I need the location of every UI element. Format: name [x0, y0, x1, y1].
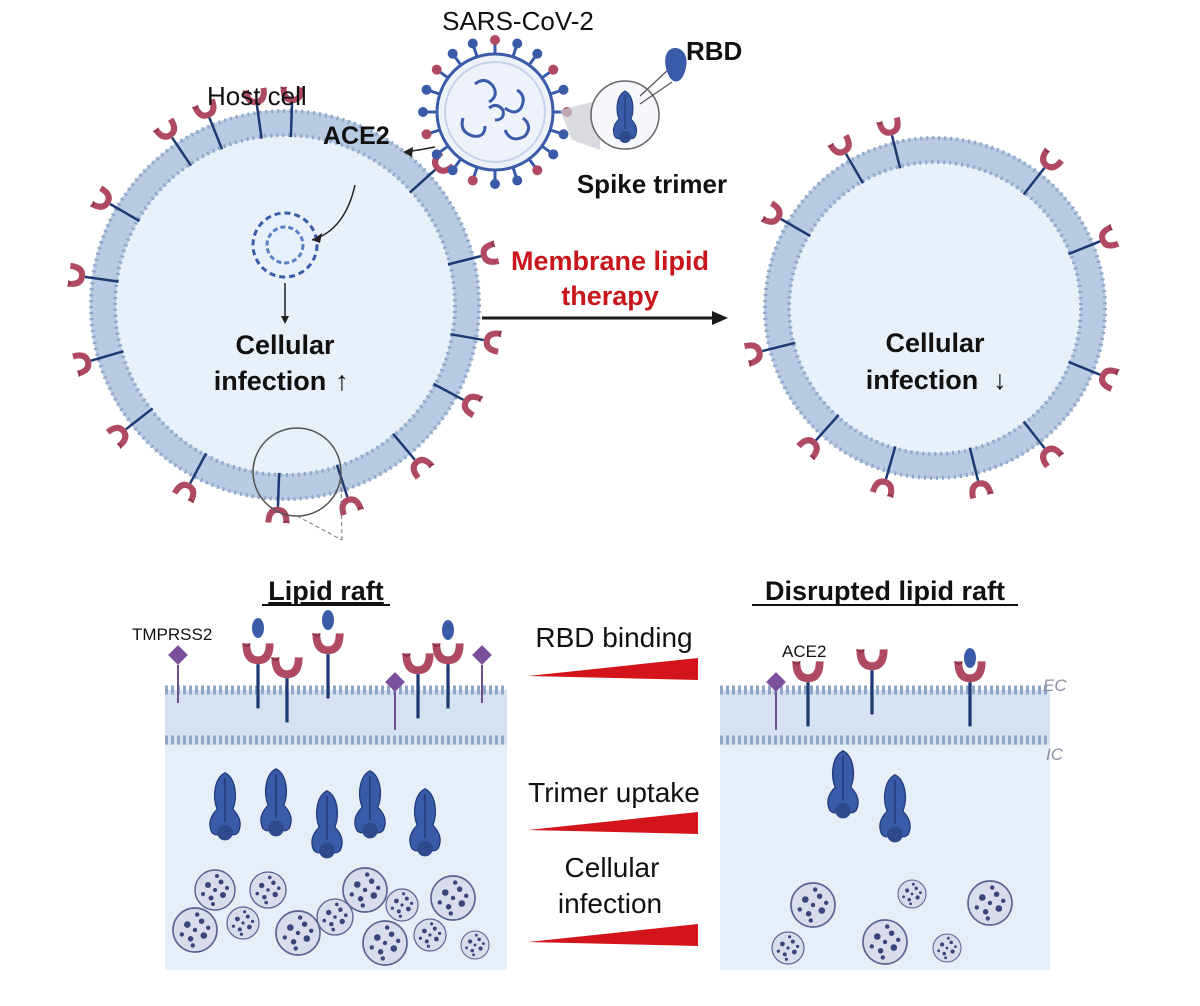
- down-arrow-icon: ↓: [993, 365, 1007, 395]
- host-cell-label: Host cell: [207, 81, 307, 111]
- ic-label: IC: [1046, 745, 1064, 764]
- rbd-icon: [442, 620, 454, 640]
- virus-label: SARS-CoV-2: [442, 6, 594, 36]
- virion-icon: [226, 906, 260, 940]
- virion-icon: [275, 910, 321, 956]
- virus-spike-tip: [447, 165, 458, 176]
- right-cell-line1: Cellular: [885, 328, 985, 358]
- virion-icon: [362, 920, 408, 966]
- virion-icon: [249, 871, 287, 909]
- virus-spike-tip: [421, 84, 432, 95]
- virion-icon: [194, 869, 236, 911]
- right-cell-line2: infection: [866, 365, 979, 395]
- wedge-infection-line1: Cellular: [565, 852, 660, 883]
- rbd-icon: [252, 618, 264, 638]
- membrane-proteins-right: [765, 647, 988, 731]
- virion-icon: [967, 880, 1013, 926]
- virus-spike-tip: [490, 35, 500, 45]
- rbd-icon: [964, 648, 976, 668]
- rbd-label: RBD: [686, 36, 742, 66]
- virion-icon: [385, 888, 419, 922]
- virus-spike-tip: [490, 179, 500, 189]
- virion-icon: [460, 930, 490, 960]
- virus-spike-tip: [512, 38, 523, 49]
- sars-cov-2-virion: [418, 35, 572, 189]
- virion-icon: [413, 918, 447, 952]
- rbd-binding-wedge: [528, 658, 698, 680]
- virus-spike-tip: [447, 48, 458, 59]
- left-cell-line1: Cellular: [235, 330, 335, 360]
- virion-icon: [862, 919, 908, 965]
- wedge-rbd-label: RBD binding: [535, 622, 692, 653]
- tmprss2-label: TMPRSS2: [132, 625, 212, 644]
- rbd-icon: [665, 48, 687, 82]
- virion-icon: [771, 931, 805, 965]
- virion-icon: [897, 879, 927, 909]
- left-cell-line2: infection: [214, 366, 327, 396]
- up-arrow-icon: ↑: [335, 366, 349, 396]
- lipid-raft-title: Lipid raft: [268, 576, 384, 606]
- wedge-infection-line2: infection: [558, 888, 662, 919]
- viral-rna-icon: [251, 211, 319, 279]
- cellular-infection-wedge: [528, 924, 698, 946]
- virus-spike-tip: [421, 129, 432, 140]
- virus-spike-tip: [558, 129, 569, 140]
- disrupted-raft-title: Disrupted lipid raft: [765, 576, 1005, 606]
- virion-icon: [172, 907, 218, 953]
- virus-spike-tip: [431, 149, 442, 160]
- virus-spike-tip: [431, 64, 442, 75]
- wedge-trimer-label: Trimer uptake: [528, 777, 700, 808]
- spike-trimer-label: Spike trimer: [577, 169, 727, 199]
- virus-spike-tip: [418, 107, 428, 117]
- rbd-icon: [322, 610, 334, 630]
- virus-spike-tip: [548, 64, 559, 75]
- therapy-line1: Membrane lipid: [511, 246, 709, 276]
- host-cell-right: [763, 136, 1107, 480]
- therapy-line2: therapy: [561, 281, 659, 311]
- virus-spike-tip: [467, 175, 478, 186]
- membrane-proteins-left: [167, 610, 493, 731]
- virus-spike-tip: [467, 38, 478, 49]
- virus-spike-tip: [548, 149, 559, 160]
- virion-icon: [316, 898, 354, 936]
- trimer-uptake-wedge: [528, 812, 698, 834]
- virus-spike-tip: [532, 48, 543, 59]
- virus-spike-tip: [558, 84, 569, 95]
- ec-label: EC: [1043, 676, 1067, 695]
- virus-spike-tip: [512, 175, 523, 186]
- ace2-label-top: ACE2: [323, 122, 390, 150]
- virion-icon: [790, 882, 836, 928]
- virion-icon: [430, 875, 476, 921]
- virus-spike-tip: [532, 165, 543, 176]
- virion-icon: [932, 933, 962, 963]
- ace2-label-bottom: ACE2: [782, 642, 826, 661]
